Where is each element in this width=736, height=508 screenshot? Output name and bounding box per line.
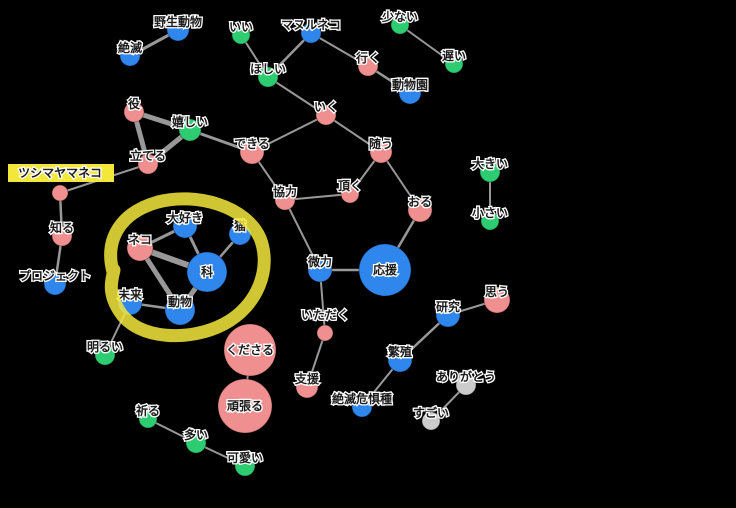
node-inoru[interactable]: [138, 409, 158, 429]
node-neko-kana[interactable]: [126, 234, 154, 262]
node-ouen[interactable]: [358, 243, 412, 297]
node-yasei-doubutsu[interactable]: [166, 18, 190, 42]
node-chiisai[interactable]: [480, 211, 500, 231]
node-kudasaru[interactable]: [223, 323, 277, 377]
node-yaku[interactable]: [123, 101, 145, 123]
edge-iku2--dekiru: [251, 114, 327, 153]
node-iku2[interactable]: [315, 104, 337, 126]
node-zetsumetsu[interactable]: [119, 45, 141, 67]
edge-kyouryoku--biryoku: [284, 199, 321, 271]
edge-iku2--shitagau: [325, 114, 382, 153]
node-arigatou[interactable]: [455, 374, 477, 396]
node-hoshii[interactable]: [257, 66, 279, 88]
node-sugoi[interactable]: [421, 411, 441, 431]
node-daisuki[interactable]: [172, 213, 198, 239]
edge-layer: [53, 24, 498, 467]
edge-hoshii--iku2: [267, 76, 327, 116]
node-kyouryoku[interactable]: [274, 189, 296, 211]
node-label-itadaku-kana: いただく: [301, 308, 349, 322]
node-ookii[interactable]: [479, 161, 501, 183]
annotation-layer: [104, 192, 271, 343]
node-ii[interactable]: [231, 25, 251, 45]
node-manuruneko[interactable]: [300, 22, 322, 44]
node-omou[interactable]: [483, 286, 511, 314]
node-layer: [8, 15, 511, 477]
node-dekiru[interactable]: [239, 139, 265, 165]
node-akarui[interactable]: [94, 344, 116, 366]
cluster-highlight-annotation: [104, 192, 271, 343]
node-project[interactable]: [43, 272, 67, 296]
node-tateru[interactable]: [137, 153, 159, 175]
node-kigushu[interactable]: [351, 396, 373, 418]
node-shien[interactable]: [295, 375, 319, 399]
node-ganbaru[interactable]: [217, 378, 273, 434]
node-ka[interactable]: [186, 251, 228, 293]
node-doubutsuen[interactable]: [398, 81, 422, 105]
node-kawaii[interactable]: [234, 455, 256, 477]
edge-manuruneko--hoshii: [267, 32, 312, 78]
label-highlight-tsushimayamaneko: [8, 164, 114, 182]
node-iku-v[interactable]: [357, 55, 379, 77]
edge-manuruneko--iku-v: [310, 32, 369, 67]
node-biryoku[interactable]: [307, 257, 333, 283]
node-tsushimayamaneko[interactable]: [51, 184, 69, 202]
node-itadaku-kana[interactable]: [316, 324, 334, 342]
node-sukunai[interactable]: [390, 15, 410, 35]
node-osoi[interactable]: [444, 54, 464, 74]
node-ooi[interactable]: [185, 432, 207, 454]
node-shitagau[interactable]: [369, 140, 393, 164]
node-itadaku-kanji[interactable]: [340, 184, 360, 204]
node-ureshii[interactable]: [178, 118, 202, 142]
node-hanshoku[interactable]: [387, 347, 413, 373]
edge-sukunai--osoi: [399, 24, 455, 65]
node-shiru[interactable]: [51, 225, 73, 247]
node-kenkyuu[interactable]: [435, 302, 461, 328]
node-doubutsu[interactable]: [164, 294, 196, 326]
edge-kyouryoku--itadaku-kanji: [284, 193, 351, 201]
node-oru[interactable]: [407, 197, 433, 223]
